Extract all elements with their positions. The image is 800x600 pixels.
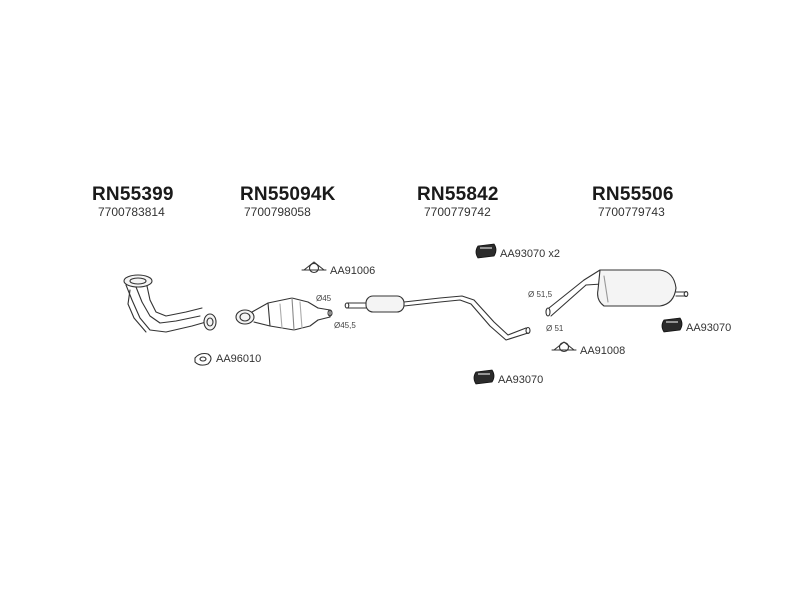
oem-number-front-pipe: 7700783814 — [98, 205, 165, 219]
clamp-icon-2 — [551, 341, 577, 353]
hanger-icon — [475, 243, 497, 259]
clamp-label-2: AA91008 — [580, 345, 626, 357]
part-code-front-pipe: RN55399 — [92, 184, 174, 205]
hanger-icon-3 — [661, 317, 683, 333]
part-code-middle-silencer: RN55842 — [417, 184, 499, 205]
diameter-label-45-5: Ø45,5 — [334, 321, 356, 330]
oem-number-middle-silencer: 7700779742 — [424, 205, 491, 219]
gasket-icon — [194, 352, 212, 366]
hanger-icon-2 — [473, 369, 495, 385]
diameter-label-51: Ø 51 — [546, 324, 564, 333]
front-pipe-drawing — [123, 274, 217, 333]
part-code-catalyst: RN55094K — [240, 184, 336, 205]
hanger-label-x2: AA93070 x2 — [500, 248, 560, 260]
hanger-label-mid: AA93070 — [498, 374, 544, 386]
catalytic-converter-drawing — [235, 297, 333, 331]
diameter-label-51-5: Ø 51,5 — [528, 290, 553, 299]
part-code-rear-silencer: RN55506 — [592, 184, 674, 205]
clamp-icon — [301, 261, 327, 274]
oem-number-catalyst: 7700798058 — [244, 205, 311, 219]
gasket-label: AA96010 — [216, 353, 262, 365]
rear-silencer-drawing — [545, 269, 689, 317]
clamp-label: AA91006 — [330, 265, 376, 277]
hanger-label-right: AA93070 — [686, 322, 732, 334]
middle-silencer-drawing — [344, 295, 531, 341]
oem-number-rear-silencer: 7700779743 — [598, 205, 665, 219]
diameter-label-45: Ø45 — [316, 294, 332, 303]
